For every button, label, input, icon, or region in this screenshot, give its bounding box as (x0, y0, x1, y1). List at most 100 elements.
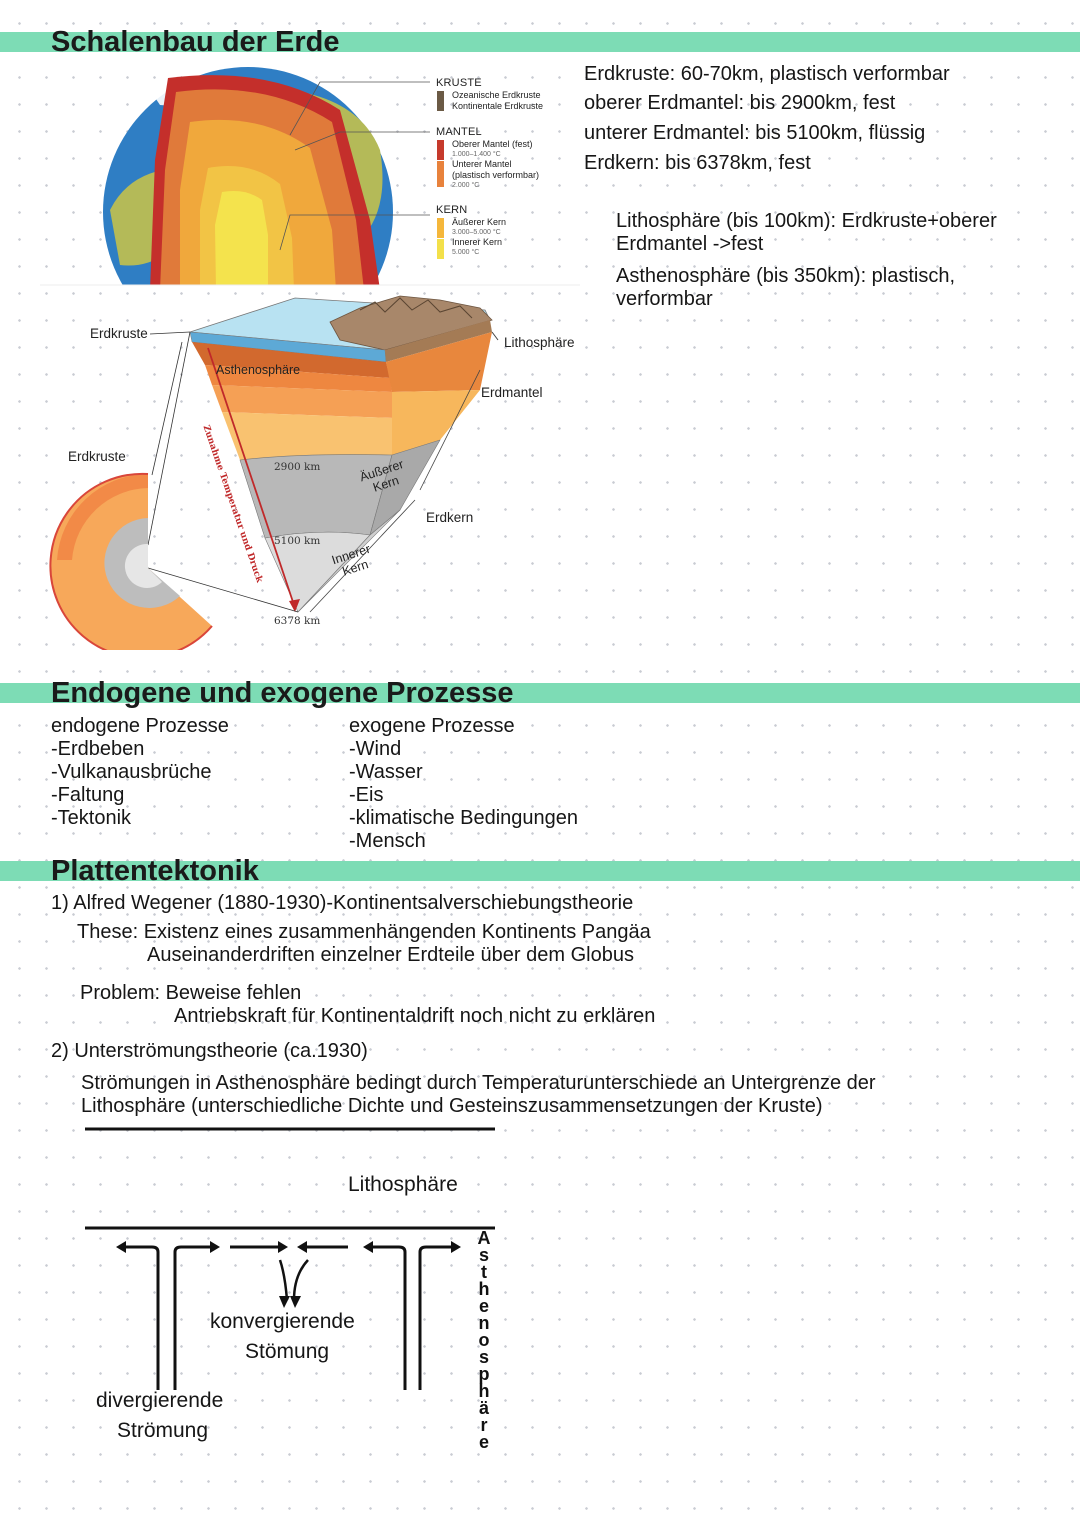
endogen-item-tektonik: -Tektonik (51, 807, 132, 829)
fact-erdkern: Erdkern: bis 6378km, fest (584, 152, 811, 174)
vertical-letter: s (478, 1347, 489, 1367)
right-flow-right (418, 1245, 452, 1253)
right-flow-left (372, 1245, 407, 1253)
litho-line-2: Erdmantel ->fest (616, 233, 764, 255)
outer-core-swatch (437, 218, 444, 238)
side-lower-mantle (392, 390, 480, 455)
cross-section-crust (49, 472, 213, 650)
fact-unterer-mantel: unterer Erdmantel: bis 5100km, flüssig (584, 122, 926, 144)
leader-line-crust (289, 81, 430, 136)
sketch-label-stoemung: Stömung (245, 1340, 330, 1363)
core-bracket (309, 499, 416, 613)
label-erdmantel: Erdmantel (481, 385, 543, 400)
front-asthenosphere (192, 342, 390, 378)
these-line-1: These: Existenz eines zusammenhängenden … (77, 921, 651, 943)
connector-erdkruste-top (149, 331, 191, 335)
front-upper-mantle-2 (212, 385, 394, 418)
vertical-letter: o (478, 1330, 490, 1350)
vertical-letter: h (478, 1279, 490, 1299)
lower-mantle-swatch (437, 161, 444, 187)
label-depth-5100: 5100 km (274, 535, 321, 547)
exogen-title: exogene Prozesse (349, 715, 515, 737)
vertical-letter: ä (478, 1398, 489, 1418)
exogen-item-wind: -Wind (349, 738, 402, 760)
front-upper-mantle-1 (205, 365, 392, 392)
fact-oberer-mantel: oberer Erdmantel: bis 2900km, fest (584, 92, 896, 114)
connector-line-top (147, 331, 191, 546)
legend-outer-core-temp: 3.000–5.000 °C (452, 229, 501, 236)
these-line-2: Auseinanderdriften einzelner Erdteile üb… (147, 944, 634, 966)
divergent-flow-right (173, 1245, 212, 1253)
litho-line-1: Lithosphäre (bis 100km): Erdkruste+obere… (616, 210, 997, 232)
vertical-letter: h (478, 1381, 490, 1401)
section-band-2 (0, 683, 1080, 703)
exogen-item-mensch: -Mensch (349, 830, 426, 852)
sketch-label-divergierende: divergierende (96, 1389, 224, 1412)
label-erdkruste-left: Erdkruste (68, 449, 126, 464)
section-title-plattentektonik: Plattentektonik (51, 855, 259, 887)
arrow-right-2 (278, 1241, 288, 1253)
legend-lower-mantle-note: (plastisch verformbar) (452, 170, 540, 180)
legend-mantle-title: MANTEL (436, 126, 482, 138)
endogen-item-vulkan: -Vulkanausbrüche (51, 761, 212, 783)
cross-section-inner-core (124, 543, 162, 588)
vertical-letter: p (478, 1364, 490, 1384)
arrow-left-1 (116, 1241, 126, 1253)
litho-bracket (491, 331, 499, 341)
arrow-down-1 (279, 1296, 290, 1308)
section-band-3 (0, 861, 1080, 881)
divergent-flow-left (122, 1245, 160, 1253)
vertical-letter: e (478, 1432, 489, 1452)
temperature-arrow-head (289, 599, 300, 612)
endogen-item-faltung: -Faltung (51, 784, 125, 806)
astheno-line-2: verformbar (616, 288, 713, 310)
endogen-title: endogene Prozesse (51, 715, 229, 737)
legend-lower-mantle-temp: 2.000 °C (452, 182, 480, 189)
exogen-item-wasser: -Wasser (349, 761, 423, 783)
legend-upper-mantle-temp: 1.000–1.400 °C (452, 151, 501, 158)
unterstroemung-heading: 2) Unterströmungstheorie (ca.1930) (51, 1040, 368, 1062)
connector-erdkruste-left (151, 341, 183, 476)
problem-line-1: Problem: Beweise fehlen (80, 982, 302, 1004)
legend-crust-title: KRUSTE (436, 77, 482, 89)
arrow-right-3 (451, 1241, 461, 1253)
mountain-terrain (329, 295, 493, 351)
side-upper-mantle (386, 332, 492, 392)
arrow-left-2 (297, 1241, 307, 1253)
sketch-label-lithosphaere: Lithosphäre (348, 1173, 458, 1196)
inner-core-swatch (437, 239, 444, 259)
upper-mantle-swatch (437, 140, 444, 160)
vertical-letter: r (480, 1415, 488, 1435)
vertical-letter: n (478, 1313, 490, 1333)
legend-upper-mantle: Oberer Mantel (fest) (452, 139, 533, 149)
problem-line-2: Antriebskraft für Kontinentaldrift noch … (174, 1005, 656, 1027)
connector-line-bottom (147, 567, 299, 613)
sketch-label-konvergierende: konvergierende (210, 1310, 355, 1333)
side-inner-core (297, 509, 401, 613)
label-depth-2900: 2900 km (274, 461, 321, 473)
legend-crust-continental: Kontinentale Erdkruste (452, 101, 544, 111)
earth-layers-block-diagram (49, 295, 499, 650)
arrow-right-1 (210, 1241, 220, 1253)
label-depth-6378: 6378 km (274, 615, 321, 627)
front-mantle-lower (222, 412, 394, 460)
legend-outer-core: Äußerer Kern (452, 217, 507, 227)
legend-inner-core-temp: 5.000 °C (452, 249, 480, 256)
mountain-ridges (359, 297, 473, 319)
convection-sketch (85, 1127, 495, 1390)
converging-down-left (278, 1259, 289, 1301)
mantle-bracket (419, 369, 481, 491)
vertical-letter: A (477, 1228, 491, 1248)
globe-legend: KRUSTE Ozeanische Erdkruste Kontinentale… (436, 77, 586, 259)
cross-section-upper-mantle (57, 474, 148, 560)
side-crust (385, 320, 492, 362)
leader-line-mantle (294, 131, 430, 151)
wegener-heading: 1) Alfred Wegener (1880-1930)-Kontinents… (51, 892, 634, 914)
legend-core-title: KERN (436, 204, 468, 216)
leader-line-core (279, 214, 430, 251)
section-title-schalenbau: Schalenbau der Erde (51, 26, 340, 58)
legend-lower-mantle: Unterer Mantel (452, 159, 512, 169)
label-erdkruste-top: Erdkruste (90, 326, 148, 341)
label-asthenosphaere: Asthenosphäre (216, 363, 301, 377)
